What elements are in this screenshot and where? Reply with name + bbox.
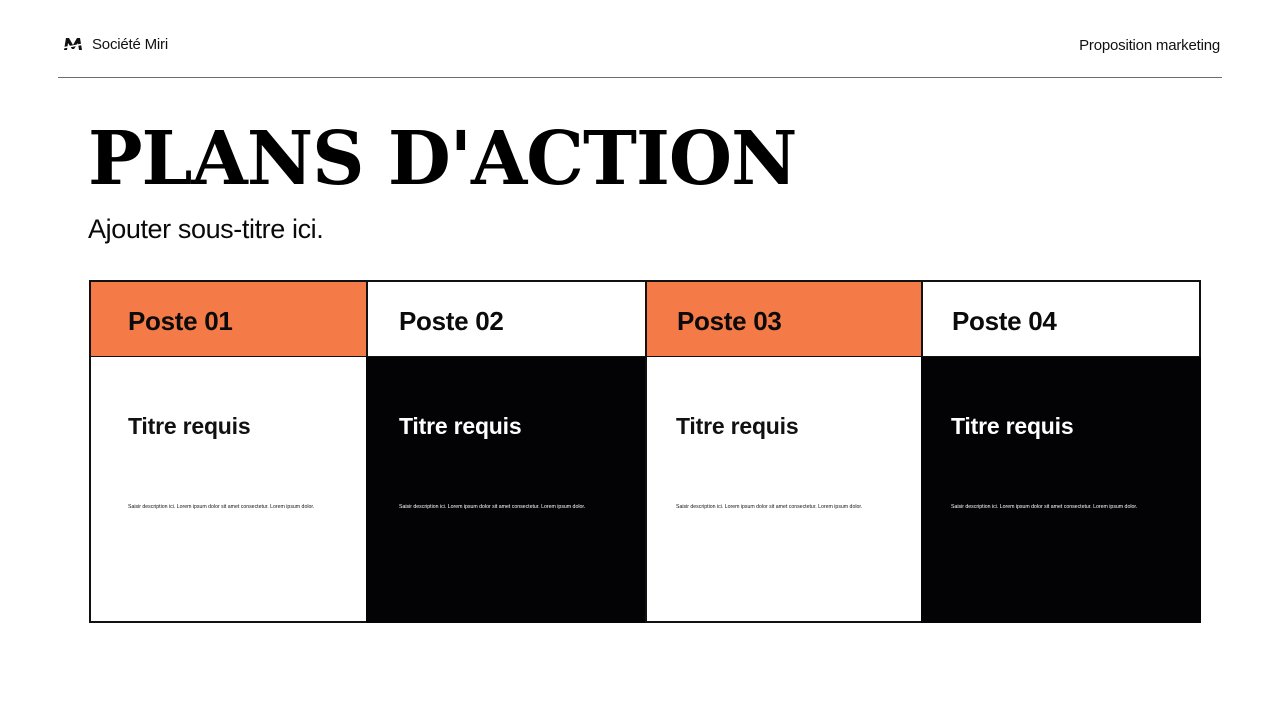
card-title: Titre requis (128, 413, 251, 439)
card: Titre requis Saisir description ici. Lor… (921, 357, 1201, 623)
action-plan-grid: Poste 01 Titre requis Saisir description… (89, 280, 1201, 623)
column-header-label: Poste 04 (952, 306, 1057, 336)
card-title: Titre requis (399, 413, 522, 439)
card-description: Saisir description ici. Lorem ipsum dolo… (676, 504, 863, 510)
page-title: PLANS D'ACTION (88, 116, 797, 202)
card-description: Saisir description ici. Lorem ipsum dolo… (128, 504, 315, 510)
card: Titre requis Saisir description ici. Lor… (89, 357, 368, 623)
column-header-label: Poste 03 (677, 306, 782, 336)
card-title: Titre requis (951, 413, 1074, 439)
m-monogram-logo-icon (62, 38, 84, 50)
card: Titre requis Saisir description ici. Lor… (366, 357, 647, 623)
column-poste-02: Poste 02 Titre requis Saisir description… (366, 280, 647, 623)
column-poste-03: Poste 03 Titre requis Saisir description… (645, 280, 923, 623)
column-header: Poste 03 (645, 280, 923, 358)
card: Titre requis Saisir description ici. Lor… (645, 357, 923, 623)
slide-header: Société Miri Proposition marketing (58, 0, 1222, 78)
column-header: Poste 01 (89, 280, 368, 358)
column-header-label: Poste 02 (399, 306, 504, 336)
column-header: Poste 04 (921, 280, 1201, 358)
card-title: Titre requis (676, 413, 799, 439)
column-header: Poste 02 (366, 280, 647, 358)
column-poste-04: Poste 04 Titre requis Saisir description… (921, 280, 1201, 623)
brand-name: Société Miri (92, 35, 168, 53)
page-subtitle: Ajouter sous-titre ici. (88, 214, 324, 244)
header-right-label: Proposition marketing (1079, 37, 1220, 54)
column-header-label: Poste 01 (128, 306, 233, 336)
card-description: Saisir description ici. Lorem ipsum dolo… (951, 504, 1138, 510)
card-description: Saisir description ici. Lorem ipsum dolo… (399, 504, 586, 510)
column-poste-01: Poste 01 Titre requis Saisir description… (89, 280, 368, 623)
brand: Société Miri (62, 35, 168, 53)
